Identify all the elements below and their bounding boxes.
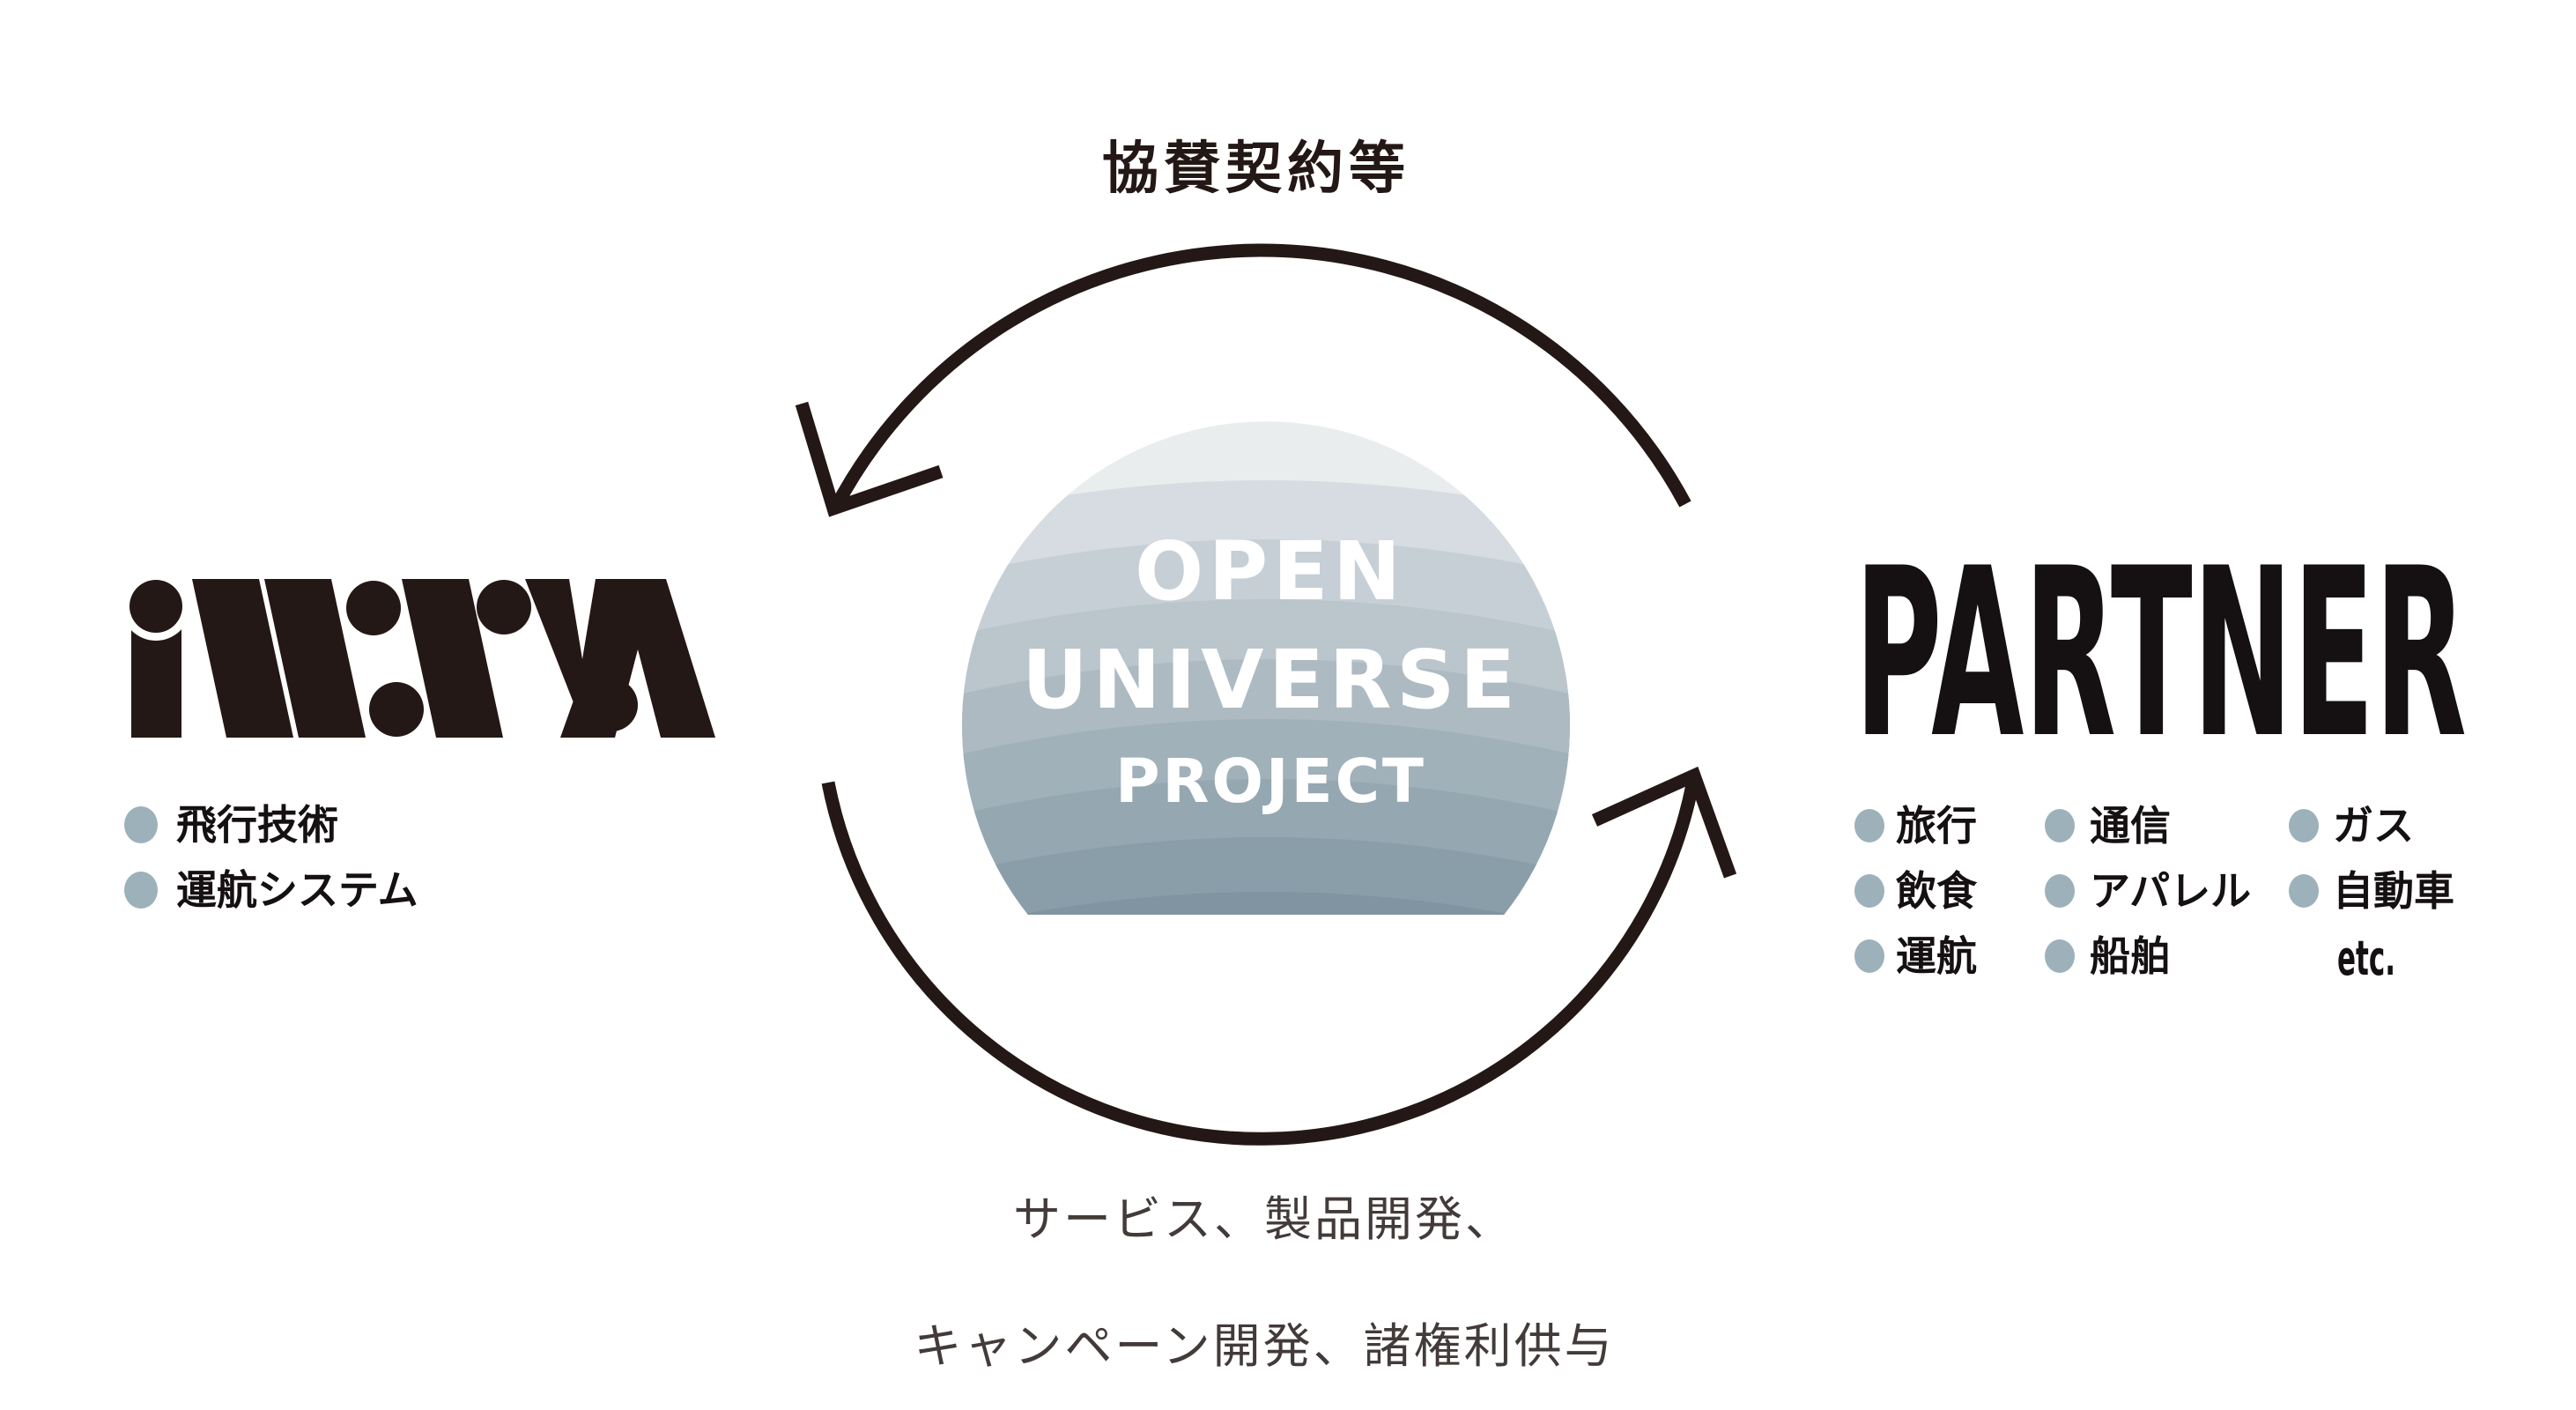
bullet-dot bbox=[1854, 939, 1884, 973]
iwaya-logo bbox=[122, 572, 715, 738]
bullet-dot bbox=[2289, 809, 2319, 842]
partner-item: 飲食 bbox=[1896, 867, 1978, 915]
left-item: 飛行技術 bbox=[176, 801, 338, 849]
bullet-dot bbox=[2289, 874, 2319, 908]
sphere-band bbox=[962, 892, 1570, 915]
logo-shape bbox=[264, 579, 366, 738]
partner-item: 運航 bbox=[1896, 932, 1977, 980]
logo-shape bbox=[402, 579, 503, 738]
sphere-bands bbox=[962, 480, 1570, 915]
bottom-caption: サービス、製品開発、 キャンペーン開発、諸権利供与 bbox=[914, 1191, 1614, 1374]
bottom-caption-line1: サービス、製品開発、 bbox=[1013, 1191, 1515, 1247]
sphere-title-universe: UNIVERSE bbox=[1022, 633, 1515, 727]
cycle-arrows bbox=[795, 243, 1737, 1146]
partner-item: アパレル bbox=[2090, 867, 2251, 915]
left-capability-list: 飛行技術 運航システム bbox=[124, 801, 418, 914]
sphere-title-project: PROJECT bbox=[1115, 746, 1424, 817]
logo-shape bbox=[477, 580, 531, 634]
cycle-arrow-top-arrowhead bbox=[795, 401, 944, 517]
cycle-arrow-bottom bbox=[821, 774, 1701, 1146]
partner-item: 旅行 bbox=[1896, 802, 1977, 850]
partner-item: 船舶 bbox=[2090, 932, 2171, 980]
bullet-dot bbox=[1854, 809, 1884, 842]
open-universe-sphere: OPEN UNIVERSE PROJECT bbox=[962, 421, 1570, 915]
bottom-caption-line2: キャンペーン開発、諸権利供与 bbox=[914, 1318, 1614, 1374]
partner-industry-list: 旅行 飲食 運航 通信 アパレル 船舶 ガス 自動車 etc. bbox=[1854, 802, 2454, 986]
bullet-dot bbox=[1854, 874, 1884, 908]
left-item: 運航システム bbox=[176, 866, 418, 914]
top-label: 協賛契約等 bbox=[1102, 137, 1410, 202]
cycle-arrow-top bbox=[829, 243, 1691, 512]
sphere-title-open: OPEN bbox=[1135, 524, 1401, 619]
bullet-dot bbox=[2045, 939, 2075, 973]
bullet-dot bbox=[2045, 874, 2075, 908]
partner-item: 通信 bbox=[2090, 802, 2171, 850]
logo-shape bbox=[585, 679, 638, 731]
logo-shape bbox=[346, 581, 401, 635]
logo-shape bbox=[369, 682, 424, 737]
bullet-dot bbox=[124, 872, 158, 909]
bullet-dot bbox=[124, 806, 158, 843]
cycle-arrow-bottom-arrowhead bbox=[1591, 766, 1737, 879]
logo-shape bbox=[192, 579, 293, 738]
logo-shape bbox=[130, 580, 182, 633]
etc-label: etc. bbox=[2337, 931, 2395, 986]
bullet-dot bbox=[2045, 809, 2075, 842]
logo-shape bbox=[131, 622, 181, 738]
partner-heading: PARTNER bbox=[1854, 519, 2467, 790]
partner-item: 自動車 bbox=[2333, 867, 2454, 915]
partner-item: ガス bbox=[2333, 802, 2414, 850]
